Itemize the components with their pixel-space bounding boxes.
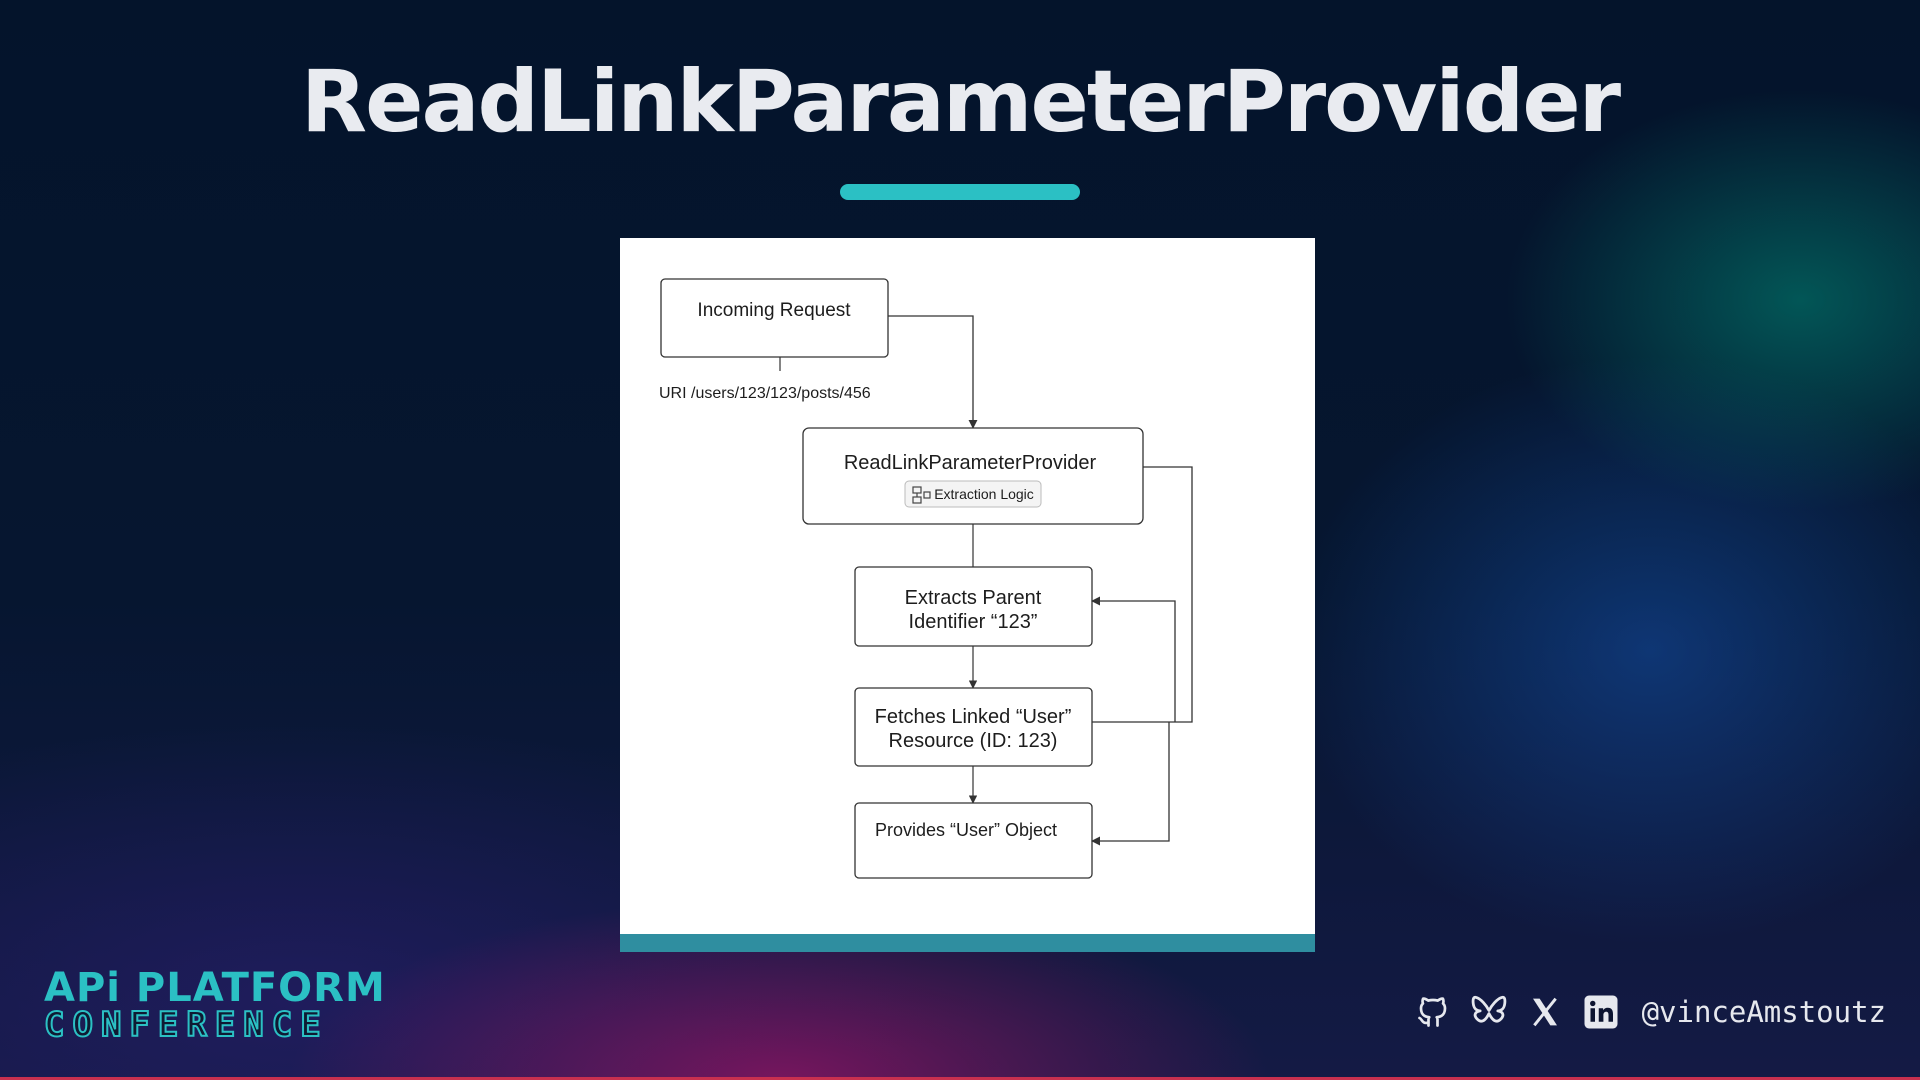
incoming-request-node (660, 278, 889, 358)
slide-title: ReadLinkParameterProvider (300, 52, 1621, 152)
bluesky-icon[interactable] (1470, 993, 1508, 1031)
linkedin-icon[interactable] (1582, 993, 1620, 1031)
flow-diagram: Incoming Request URI /users/123/123/post… (659, 278, 1193, 879)
arrow-loop-to-extracts (1091, 596, 1176, 722)
diagram-card: Incoming Request URI /users/123/123/post… (620, 238, 1315, 952)
diagram-card-footer-bar (620, 934, 1315, 952)
conference-logo: APi PLATFORM CONFERENCE (43, 965, 386, 1045)
github-icon[interactable] (1414, 993, 1452, 1031)
provides-label: Provides “User” Object (875, 820, 1057, 840)
provider-title: ReadLinkParameterProvider (844, 452, 1097, 474)
extraction-badge (904, 480, 1042, 508)
logo-top-text: APi PLATFORM (44, 965, 386, 1011)
logo-bottom-text: CONFERENCE (43, 1005, 329, 1045)
extracts-label-line1: Extracts Parent (905, 587, 1042, 609)
x-icon[interactable] (1526, 993, 1564, 1031)
arrow-request-to-provider (888, 315, 978, 429)
loop-provider-right (1092, 466, 1193, 723)
arrow-loop-to-provides (1091, 722, 1170, 846)
incoming-request-label: Incoming Request (697, 300, 851, 321)
speaker-handle: @vinceAmstoutz (1641, 995, 1886, 1029)
provider-node (802, 427, 1144, 525)
bottom-accent-line (0, 1077, 1920, 1080)
fetches-label-line2: Resource (ID: 123) (889, 730, 1058, 752)
logic-icon (912, 486, 931, 504)
fetches-label-line1: Fetches Linked “User” (875, 706, 1072, 728)
extracts-label-line2: Identifier “123” (909, 611, 1038, 633)
provides-node (854, 802, 1093, 879)
title-underline (840, 184, 1080, 200)
uri-label: URI /users/123/123/posts/456 (659, 385, 871, 402)
extraction-badge-label: Extraction Logic (934, 486, 1034, 502)
social-links: @vinceAmstoutz (1414, 990, 1886, 1034)
